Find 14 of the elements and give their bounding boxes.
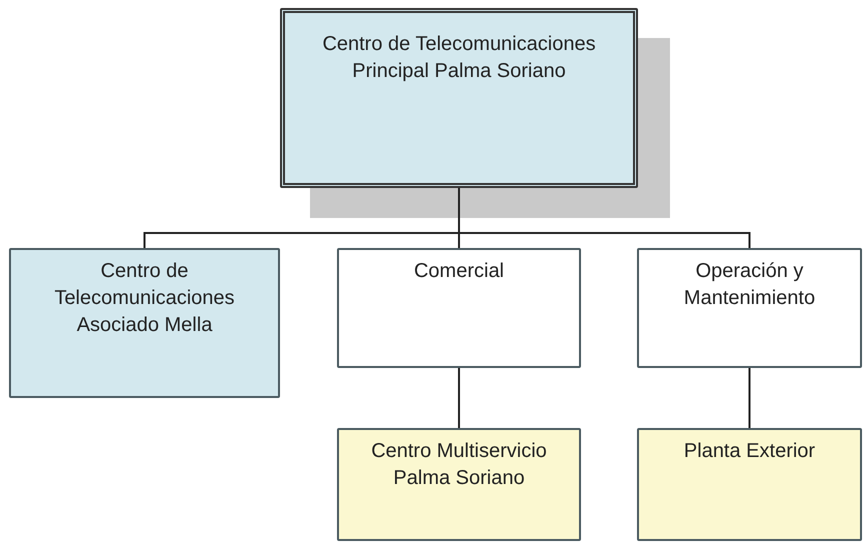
org-box <box>637 248 862 368</box>
box-label: Centro de Telecomunicaciones Principal Palma Soriano <box>321 32 597 84</box>
org-box <box>280 8 638 188</box>
org-box <box>9 248 280 398</box>
org-box <box>337 428 581 541</box>
connector-line <box>748 368 750 428</box>
box-label: Planta Exterior <box>682 439 816 464</box>
box-label: Centro de Telecomunicaciones Asociado Mella <box>53 259 236 338</box>
connector-line <box>458 368 460 428</box>
org-box <box>637 428 862 541</box>
box-label: Centro Multiservicio Palma Soriano <box>370 439 548 491</box>
box-label: Comercial <box>412 259 506 284</box>
box-label: Operación y Mantenimiento <box>682 259 816 311</box>
org-box <box>337 248 581 368</box>
